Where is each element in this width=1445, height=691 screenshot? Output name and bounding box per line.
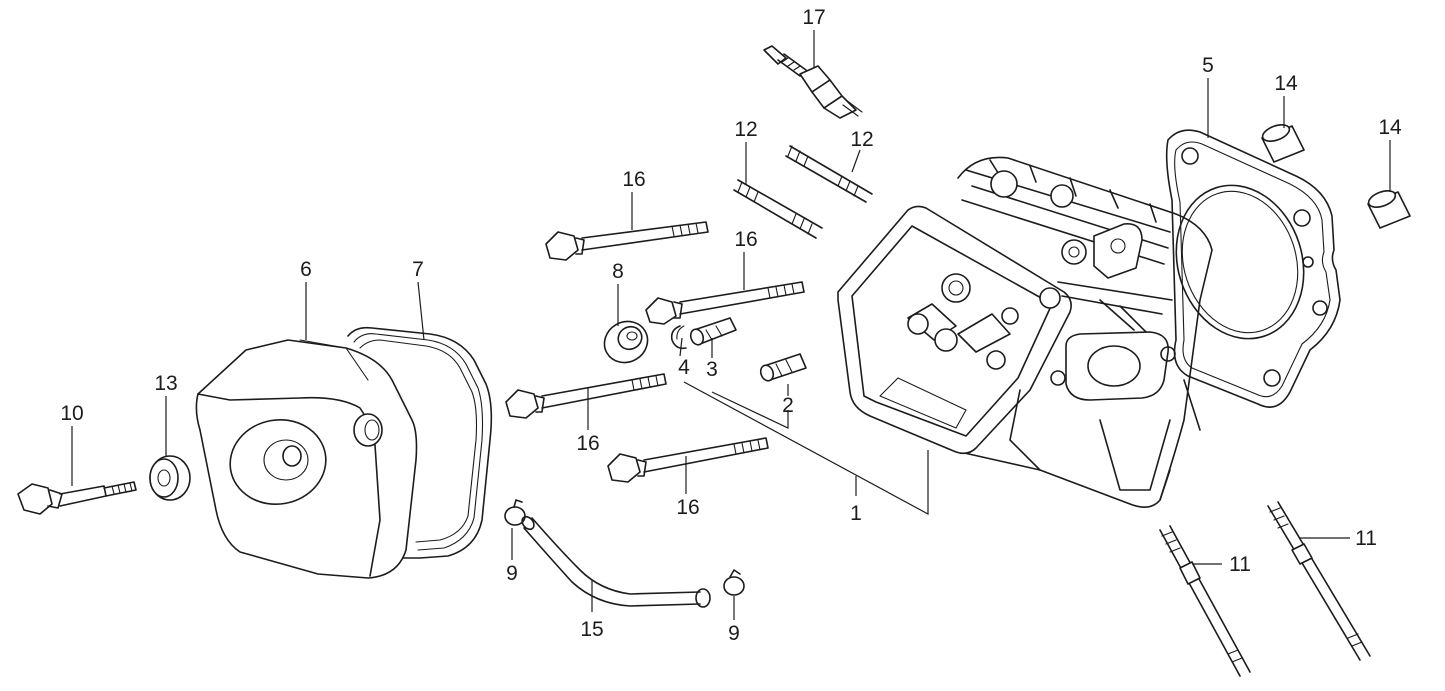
callout-1: 1 [850, 502, 862, 525]
flange-bolt-part-16-d[interactable] [607, 437, 769, 483]
washer-part-8[interactable] [597, 314, 655, 371]
long-stud-part-11-b[interactable] [1267, 501, 1371, 661]
flange-bolt-part-16-b[interactable] [645, 281, 805, 325]
callout-4: 4 [678, 356, 690, 379]
hose-clip-part-9-a[interactable] [504, 499, 526, 526]
callout-7: 7 [412, 258, 424, 281]
head-cover-part-6[interactable] [195, 339, 418, 579]
breather-tube-part-15[interactable] [520, 514, 711, 608]
flange-bolt-part-16-c[interactable] [505, 373, 667, 419]
clip-part-4[interactable] [670, 325, 687, 350]
flange-bolt-part-10[interactable] [17, 481, 137, 515]
cover-gasket-part-7[interactable] [347, 326, 493, 559]
callout-12: 12 [734, 118, 757, 141]
dowel-pin-part-14-b[interactable] [1366, 188, 1411, 229]
callout-labels: 17 5 14 14 12 12 16 16 6 7 8 4 3 2 13 10… [60, 6, 1402, 645]
dowel-part-2[interactable] [759, 353, 807, 383]
flange-bolt-part-16-a[interactable] [545, 221, 709, 261]
callout-9: 9 [506, 562, 518, 585]
callout-17: 17 [802, 6, 825, 29]
callout-15: 15 [580, 618, 603, 641]
callout-8: 8 [612, 260, 624, 283]
callout-13: 13 [154, 372, 177, 395]
cylinder-head-part-1[interactable] [837, 156, 1213, 508]
callout-12: 12 [850, 128, 873, 151]
dowel-part-3[interactable] [689, 317, 737, 347]
callout-14: 14 [1274, 72, 1298, 95]
callout-6: 6 [300, 258, 312, 281]
callout-16: 16 [734, 228, 757, 251]
callout-5: 5 [1202, 54, 1214, 77]
spark-plug-part-17[interactable] [763, 45, 863, 119]
callout-16: 16 [622, 168, 645, 191]
callout-11: 11 [1355, 527, 1377, 550]
long-stud-part-11-a[interactable] [1159, 525, 1251, 677]
dowel-pin-part-14-a[interactable] [1260, 122, 1305, 163]
callout-3: 3 [706, 358, 718, 381]
stud-bolt-part-12-upper[interactable] [785, 145, 873, 203]
leader-lines [71, 30, 1391, 620]
callout-11: 11 [1229, 553, 1251, 576]
callout-10: 10 [60, 402, 83, 425]
hose-clip-part-9-b[interactable] [723, 569, 745, 596]
callout-2: 2 [782, 394, 794, 417]
stud-bolt-part-12-lower[interactable] [733, 179, 823, 239]
callout-16: 16 [576, 432, 599, 455]
callout-14: 14 [1378, 116, 1402, 139]
head-gasket-part-5[interactable] [1157, 129, 1341, 408]
callout-9: 9 [728, 622, 740, 645]
sealing-washer-part-13[interactable] [149, 455, 191, 501]
callout-16: 16 [676, 496, 699, 519]
